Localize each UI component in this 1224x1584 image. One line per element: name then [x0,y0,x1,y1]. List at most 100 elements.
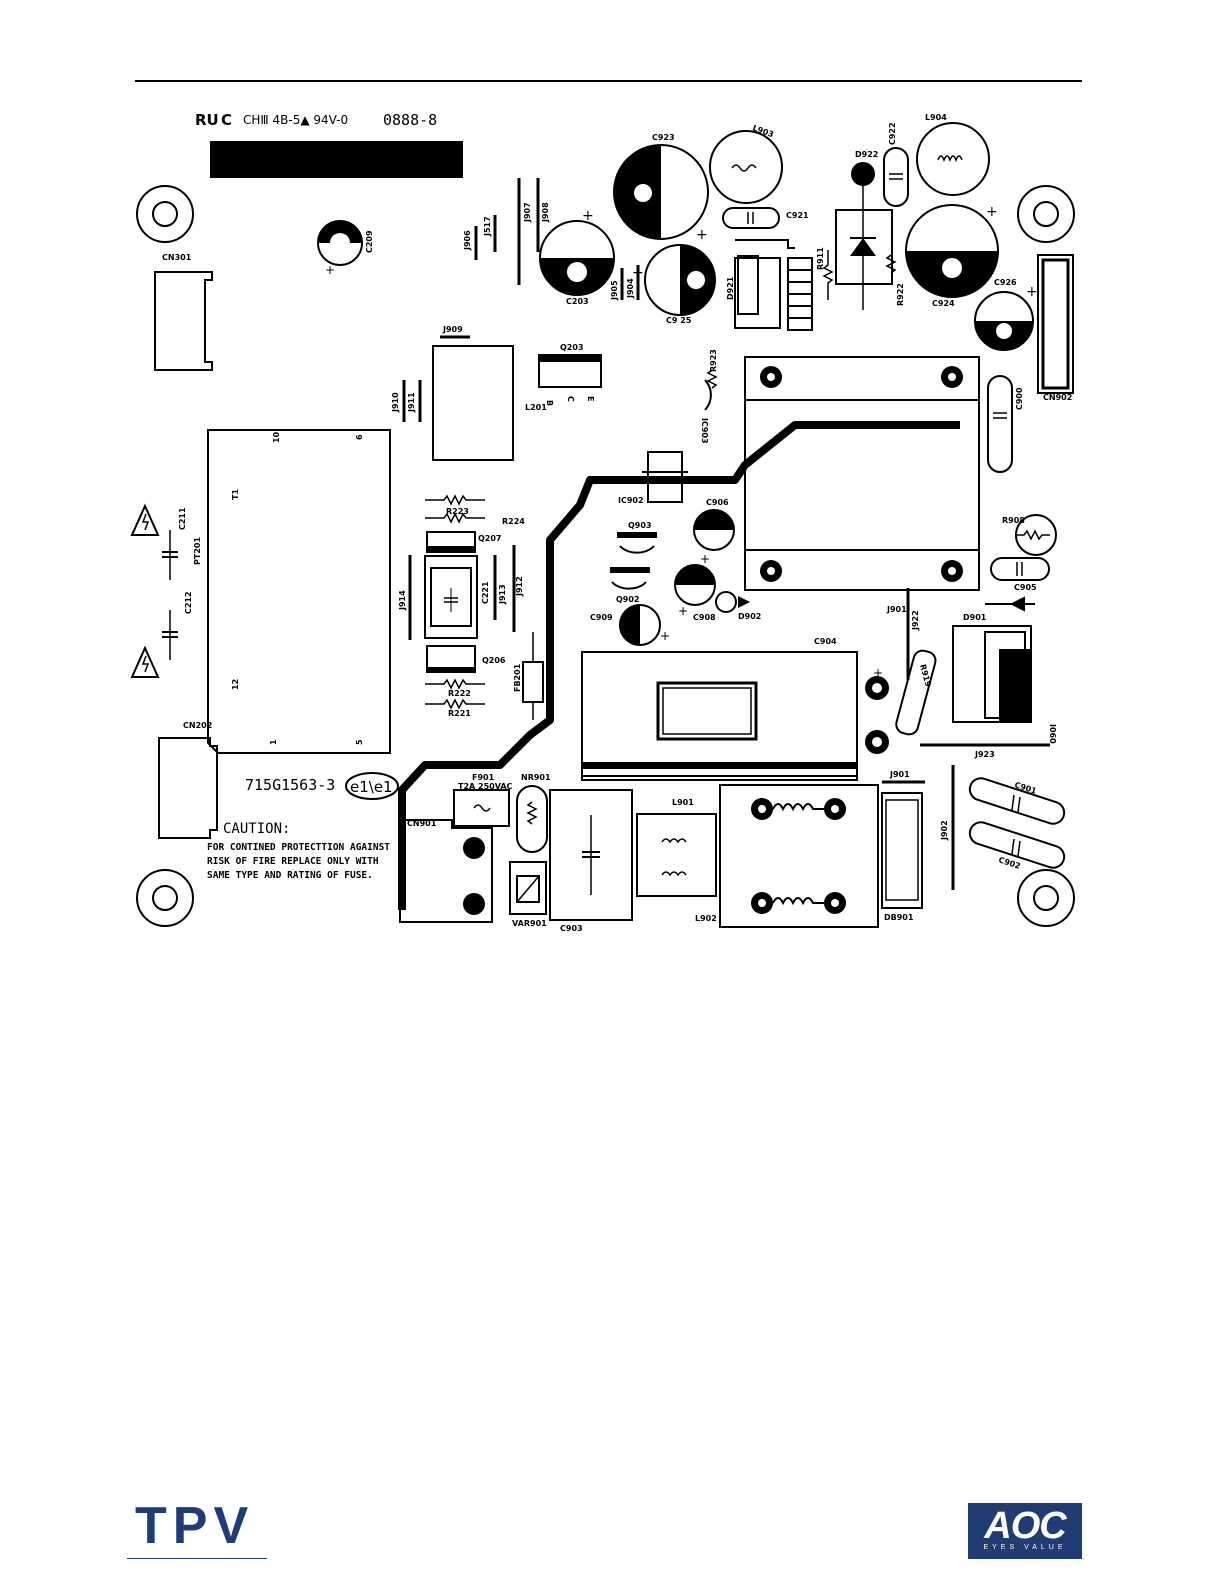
svg-text:R911: R911 [816,247,825,270]
svg-text:L902: L902 [695,914,717,923]
caution-line-3: SAME TYPE AND RATING OF FUSE. [207,870,373,881]
svg-text:IC902: IC902 [618,496,644,505]
svg-text:12: 12 [231,679,240,690]
connector-cn202: CN202 [158,721,218,839]
svg-text:C212: C212 [184,591,193,614]
svg-text:C906: C906 [706,498,729,507]
svg-text:VAR901: VAR901 [512,919,547,928]
svg-text:CN901: CN901 [407,819,437,828]
svg-text:J906: J906 [463,230,472,251]
svg-text:L201: L201 [525,403,547,412]
svg-text:L901: L901 [672,798,694,807]
svg-text:C900: C900 [1015,387,1024,410]
capacitor-c903: C903 [549,789,633,933]
svg-text:R221: R221 [448,709,471,718]
svg-text:C921: C921 [786,211,809,220]
transistor-q207: Q207 [426,531,502,553]
tpv-logo: TPV [127,1500,270,1560]
capacitor-c923: + C923 [613,133,709,243]
svg-text:+: + [873,666,883,680]
svg-text:Q203: Q203 [560,343,584,352]
inductor-l904: L904 [916,113,990,196]
transistor-q902: Q902 [610,567,650,604]
svg-text:+: + [660,629,670,643]
transformer-t901 [744,356,980,591]
transistor-q903: Q903 [617,521,657,554]
header-rule [135,80,1082,82]
diode-d901-heatsink [952,596,1035,723]
svg-text:R908: R908 [1002,516,1025,525]
svg-text:J902: J902 [940,820,949,841]
aoc-logo: AOC EYES VALUE [968,1503,1082,1559]
svg-text:+: + [1026,284,1038,300]
svg-text:CN301: CN301 [162,253,192,262]
resistor-r222-r221 [425,678,485,710]
svg-text:J914: J914 [398,590,407,611]
svg-text:R922: R922 [896,283,905,306]
inductor-l902: L902 [695,784,879,928]
ferrite-bead-fb201: FB201 [513,632,544,720]
svg-text:C9 25: C9 25 [666,316,692,325]
svg-text:5: 5 [355,739,364,745]
svg-text:J901: J901 [886,605,907,614]
ul-logo: RU [195,111,219,129]
svg-text:NR901: NR901 [521,773,551,782]
resistor-r922: R922 [885,254,905,306]
svg-text:DB901: DB901 [884,913,914,922]
svg-text:C221: C221 [481,581,490,604]
resistor-r223 [425,494,485,524]
svg-text:+: + [696,227,708,243]
svg-text:C203: C203 [566,297,589,306]
svg-text:10: 10 [272,431,281,443]
caution-title: CAUTION: [223,821,290,837]
pcb-silkscreen-diagram: RU C CHⅢ 4B-5▲ 94V-0 0888-8 CN301 + C209… [130,111,1075,933]
svg-text:J923: J923 [974,750,995,759]
svg-text:J913: J913 [498,584,507,605]
svg-text:J908: J908 [541,202,550,223]
svg-text:J909: J909 [442,325,463,334]
svg-text:I060: I060 [1048,724,1057,744]
svg-text:+: + [632,265,644,281]
svg-text:C908: C908 [693,613,716,622]
jumper-group-top [474,178,640,300]
bridge-rectifier-db901: DB901 [881,792,923,922]
varistor-var901: VAR901 [509,861,547,928]
barcode-label-block [210,141,463,178]
svg-text:C909: C909 [590,613,613,622]
mounting-hole-top-left [136,185,194,243]
capacitor-c908: C908 + [674,564,716,622]
fuse-f901: F901 T2A 250VAC [453,773,513,827]
capacitor-c905: C905 [990,557,1050,592]
resistor-r911: R911 [816,247,834,300]
svg-text:C905: C905 [1014,583,1037,592]
transistor-q206: Q206 [426,645,506,673]
diode-d902: D902 [715,591,761,621]
primary-trace [398,421,960,910]
svg-text:J517: J517 [483,216,492,237]
svg-text:C922: C922 [888,122,897,145]
cert-text: CHⅢ 4B-5▲ 94V-0 [243,113,348,127]
capacitor-c906: C906 + [693,498,735,566]
svg-text:J907: J907 [523,202,532,223]
svg-text:+: + [325,263,335,277]
svg-text:J901: J901 [889,770,910,779]
svg-text:D901: D901 [963,613,987,622]
svg-text:R224: R224 [502,517,525,526]
svg-text:FB201: FB201 [513,663,522,692]
svg-text:C924: C924 [932,299,955,308]
svg-text:C211: C211 [178,507,187,530]
caution-line-1: FOR CONTINED PROTECTTION AGAINST [207,842,390,853]
svg-text:L904: L904 [925,113,947,122]
capacitor-c221: C221 [424,555,490,639]
svg-text:CN202: CN202 [183,721,212,730]
svg-text:C209: C209 [365,230,374,253]
capacitor-c904: C904 + [581,637,889,781]
inductor-l901: L901 [636,798,717,897]
svg-text:R223: R223 [446,507,469,516]
diode-d921-heatsink [734,239,813,331]
resistor-r908: R908 [1002,514,1057,556]
svg-text:F901: F901 [472,773,495,782]
svg-text:J922: J922 [911,610,920,631]
svg-text:J912: J912 [515,576,524,597]
connector-cn301: CN301 [154,253,213,371]
